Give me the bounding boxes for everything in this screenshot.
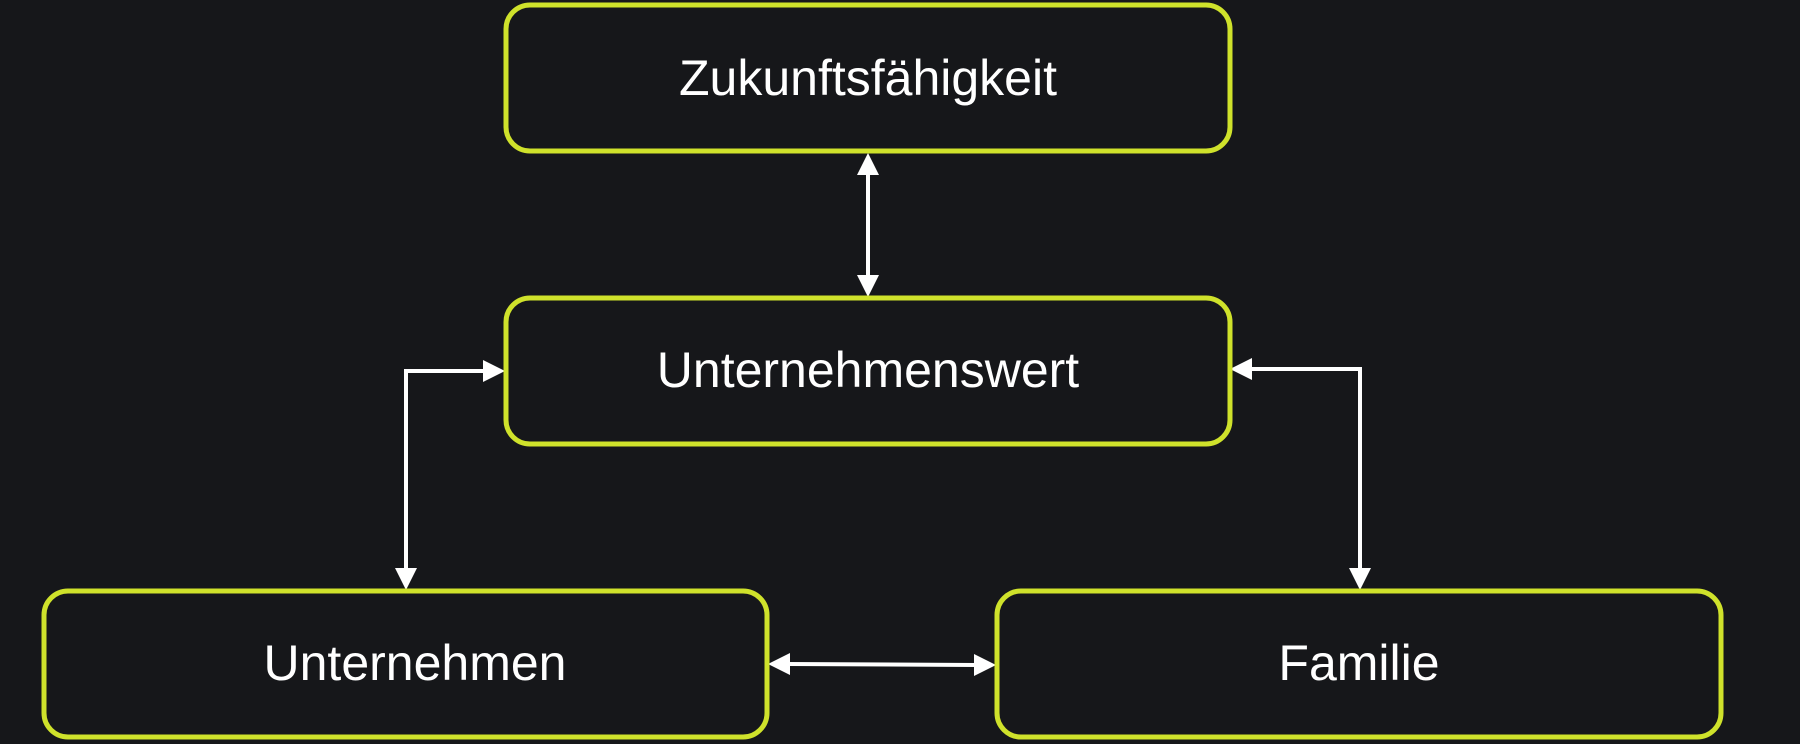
- connector-wert-familie: [1230, 358, 1371, 590]
- connector-wert-unternehmen: [395, 360, 505, 590]
- arrowhead-left-icon: [1230, 358, 1252, 380]
- arrowhead-down-icon: [857, 275, 879, 297]
- arrowhead-down-icon: [395, 568, 417, 590]
- node-unternehmen: Unternehmen: [41, 588, 770, 740]
- connector-zukunft-wert: [857, 153, 879, 297]
- node-familie: Familie: [994, 588, 1724, 740]
- node-box: [503, 2, 1233, 154]
- node-label: Unternehmen: [264, 635, 567, 691]
- node-zukunftsfaehigkeit: Zukunftsfähigkeit: [503, 2, 1233, 154]
- node-unternehmenswert: Unternehmenswert: [503, 295, 1233, 447]
- node-label: Zukunftsfähigkeit: [679, 50, 1057, 106]
- node-box: [41, 588, 770, 740]
- arrowhead-right-icon: [974, 654, 996, 676]
- node-box: [994, 588, 1724, 740]
- arrowhead-left-icon: [768, 653, 790, 675]
- arrowhead-up-icon: [857, 153, 879, 175]
- node-label: Familie: [1278, 635, 1439, 691]
- arrowhead-right-icon: [483, 360, 505, 382]
- node-label: Unternehmenswert: [657, 342, 1080, 398]
- connector-unternehmen-familie: [768, 653, 996, 676]
- node-box: [503, 295, 1233, 447]
- arrowhead-down-icon: [1349, 568, 1371, 590]
- connectors: [395, 153, 1371, 676]
